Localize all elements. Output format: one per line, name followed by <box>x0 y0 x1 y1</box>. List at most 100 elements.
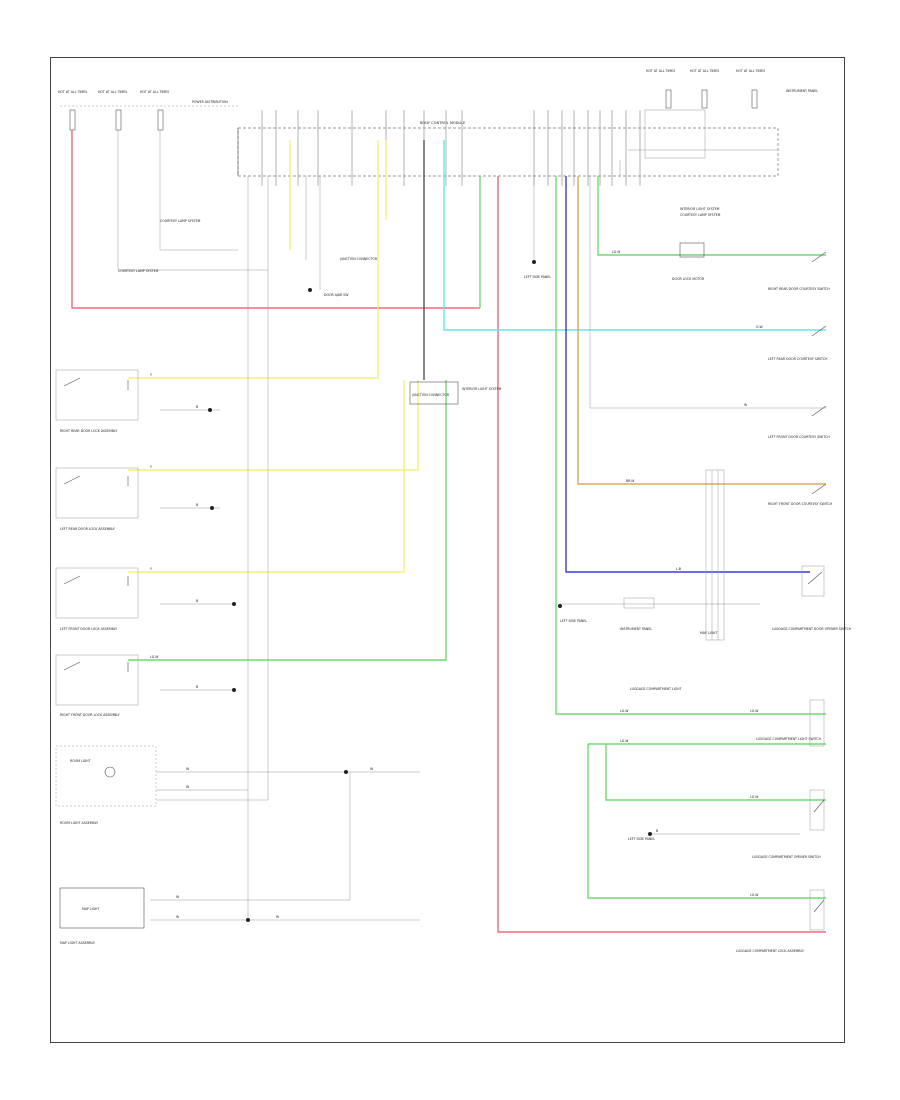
tag-w-4: W <box>370 767 374 771</box>
body-control-module: BODY CONTROL MODULE <box>237 109 779 177</box>
tag-y-1: Y <box>150 373 152 377</box>
tag-w-7: W <box>276 915 280 919</box>
rr-switch-box <box>55 369 139 421</box>
trunk-sw-3 <box>809 889 825 931</box>
fuse-1-icon <box>69 109 76 131</box>
ground-label-mid: LEFT SIDE PANEL <box>524 275 551 279</box>
switch-icon <box>811 405 827 417</box>
wire-tags: Y Y Y LG-W LG-W BR-W L-B G-W W W W W W W… <box>150 250 763 919</box>
courtesy-system-label: COURTESY LAMP SYSTEM <box>160 219 201 223</box>
tag-lg-4: LG-W <box>750 709 759 713</box>
red-wire-top <box>71 130 480 309</box>
instrument-connector <box>623 597 655 609</box>
ground-icon <box>308 288 312 292</box>
tag-b-3: B <box>196 503 198 507</box>
tag-w-5: W <box>176 895 180 899</box>
rf-switch-box <box>55 654 139 706</box>
tag-b-5: B <box>196 685 198 689</box>
fuse-6-icon <box>751 89 758 109</box>
tag-lg-2: LG-W <box>612 250 621 254</box>
hot-label-3: HOT AT ALL TIMES <box>140 90 169 94</box>
tag-w-2: W <box>186 767 190 771</box>
inner-relay-box <box>644 109 706 159</box>
yellow-wire-b <box>128 140 379 379</box>
tag-w-3: W <box>186 785 190 789</box>
ground-icon <box>208 408 212 412</box>
switch-icon <box>63 377 129 390</box>
switch-icon <box>811 483 827 495</box>
diagram-frame <box>50 57 845 1043</box>
ground-icon <box>648 832 652 836</box>
tag-w-6: W <box>176 915 180 919</box>
switch-icon <box>811 251 827 263</box>
fuse-3-icon <box>157 109 164 131</box>
trunk-switches <box>801 565 825 931</box>
gray-wire-b <box>156 176 269 801</box>
switch-icon <box>807 571 823 585</box>
map-light-box <box>59 887 145 929</box>
switch-icon <box>811 325 827 337</box>
module-outline <box>237 127 779 177</box>
green-wire-f <box>587 744 826 899</box>
cyan-wire <box>443 140 826 331</box>
hot-label-6: HOT AT ALL TIMES <box>736 69 765 73</box>
tag-b-4: B <box>196 599 198 603</box>
junction-label: JUNCTION CONNECTOR <box>411 393 450 397</box>
right-rear-door-label: RIGHT REAR DOOR COURTESY SWITCH <box>768 287 830 291</box>
splice-icon <box>344 770 348 774</box>
top-left-fuse-group: HOT AT ALL TIMES HOT AT ALL TIMES HOT AT… <box>58 90 240 131</box>
top-right-fuse-group: HOT AT ALL TIMES HOT AT ALL TIMES HOT AT… <box>646 69 818 109</box>
left-rear-door-label: LEFT REAR DOOR COURTESY SWITCH <box>768 357 828 361</box>
fuse-4-icon <box>665 89 672 109</box>
ground-right-label: LEFT SIDE PANEL <box>560 619 587 623</box>
instrument-label: INSTRUMENT PANEL <box>786 89 818 93</box>
ground-icon <box>210 506 214 510</box>
trunk-sw-2 <box>809 789 825 831</box>
switch-icon <box>63 661 129 672</box>
trunk-lamp-label: LUGGAGE COMPARTMENT LIGHT <box>630 687 682 691</box>
hot-label-1: HOT AT ALL TIMES <box>58 90 87 94</box>
power-dist-label: POWER DISTRIBUTION <box>192 100 228 104</box>
map-light-right-label: MAP LIGHT <box>700 631 717 635</box>
module-label: BODY CONTROL MODULE <box>420 121 466 125</box>
room-lamp-icon <box>104 766 116 778</box>
luggage-sw-label: LUGGAGE COMPARTMENT DOOR OPENER SWITCH <box>772 627 852 631</box>
rf-door-lock-label: RIGHT FRONT DOOR LOCK ASSEMBLY <box>60 713 120 717</box>
gray-wire-d <box>117 130 268 271</box>
tag-b-2: B <box>196 405 198 409</box>
left-front-door-label: LEFT FRONT DOOR COURTESY SWITCH <box>768 435 830 439</box>
grounds <box>208 260 652 922</box>
hot-label-2: HOT AT ALL TIMES <box>98 90 127 94</box>
hot-label-5: HOT AT ALL TIMES <box>690 69 719 73</box>
tag-brw: BR-W <box>626 479 635 483</box>
trunk-sw-1 <box>809 699 825 747</box>
room-light-label: ROOM LIGHT <box>70 759 91 763</box>
green-wire-c <box>597 176 826 256</box>
gray-wire-a <box>589 176 826 409</box>
right-front-door-label: RIGHT FRONT DOOR COURTESY SWITCH <box>768 502 833 506</box>
lr-door-lock-label: LEFT REAR DOOR LOCK ASSEMBLY <box>60 527 115 531</box>
luggage-sw-box <box>801 565 825 597</box>
luggage-light-sw-label: LUGGAGE COMPARTMENT LIGHT SWITCH <box>756 737 822 741</box>
green-wire-a <box>128 380 447 661</box>
tag-w-1: W <box>744 403 748 407</box>
switch-symbols <box>63 251 827 913</box>
yellow-wire-e <box>128 380 405 573</box>
rr-door-lock-label: RIGHT REAR DOOR LOCK ASSEMBLY <box>60 429 117 433</box>
ground-icon <box>232 602 236 606</box>
lf-switch-box <box>55 567 139 619</box>
instrument-right-label: INSTRUMENT PANEL <box>620 627 652 631</box>
tag-b: B <box>656 829 658 833</box>
door-lock-motor-label: DOOR LOCK MOTOR <box>672 277 705 281</box>
fuse-5-icon <box>701 89 708 109</box>
blue-wire <box>565 176 810 573</box>
map-light-assembly: MAP LIGHT MAP LIGHT ASSEMBLY <box>59 887 145 945</box>
map-light-label: MAP LIGHT <box>82 907 99 911</box>
interior-label: INTERIOR LIGHT SYSTEM <box>462 387 502 391</box>
lr-switch-box <box>55 467 139 519</box>
ground-icon <box>232 688 236 692</box>
tag-lb: L-B <box>676 567 681 571</box>
tag-lg-5: LG-W <box>620 739 629 743</box>
gray-wire-e <box>159 130 238 251</box>
ground-icon <box>558 604 562 608</box>
